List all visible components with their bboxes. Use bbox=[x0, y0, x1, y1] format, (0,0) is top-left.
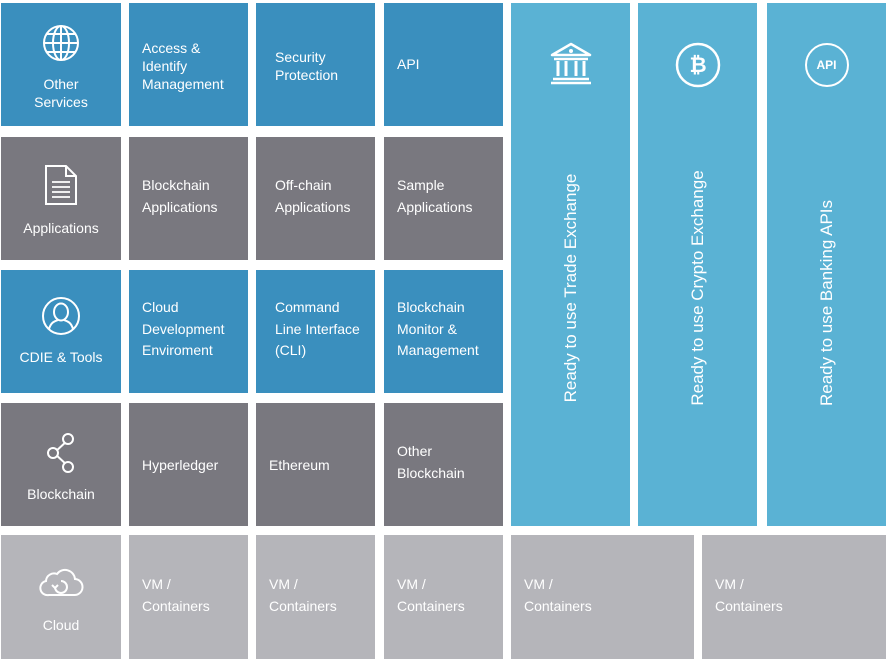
column-banking-apis: API Ready to use Banking APIs bbox=[767, 3, 886, 526]
category-label: Cloud bbox=[42, 617, 80, 633]
cell-label: API bbox=[397, 56, 420, 72]
column-label: Ready to use Banking APIs bbox=[816, 199, 836, 407]
cell-label: Ethereum bbox=[269, 457, 330, 473]
category-blockchain: Blockchain bbox=[1, 403, 121, 526]
column-trade-exchange: Ready to use Trade Exchange bbox=[511, 3, 630, 526]
bitcoin-icon: ₿ bbox=[675, 42, 720, 88]
bank-icon bbox=[550, 42, 591, 85]
cell-label: Hyperledger bbox=[142, 457, 219, 473]
cell-label: VM / Containers bbox=[269, 576, 337, 614]
cell-label: Other Blockchain bbox=[397, 443, 465, 481]
cell-blockchain-monitor-management: Blockchain Monitor & Management bbox=[384, 270, 503, 393]
cell-label: Cloud Development Enviroment bbox=[142, 299, 225, 358]
column-crypto-exchange: ₿ Ready to use Crypto Exchange bbox=[638, 3, 757, 526]
cell-label: Access & Identify Management bbox=[142, 40, 224, 92]
cloud-cell: VM / Containers bbox=[256, 535, 375, 659]
cloud-icon bbox=[39, 568, 84, 597]
cell-label: VM / Containers bbox=[715, 576, 783, 614]
globe-icon bbox=[43, 25, 79, 61]
cell-label: Sample Applications bbox=[397, 177, 473, 215]
column-label: Ready to use Crypto Exchange bbox=[687, 170, 707, 406]
cell-label: Blockchain Monitor & Management bbox=[397, 299, 479, 358]
cell-label: Command Line Interface (CLI) bbox=[275, 299, 360, 358]
cell-sample-applications: Sample Applications bbox=[384, 137, 503, 260]
cloud-cell: VM / Containers bbox=[702, 535, 886, 659]
category-other-services: Other Services bbox=[1, 3, 121, 126]
category-label: Applications bbox=[23, 220, 99, 236]
cell-label: Blockchain Applications bbox=[142, 177, 218, 215]
cloud-cell: VM / Containers bbox=[129, 535, 248, 659]
cell-security-protection: Security Protection bbox=[256, 3, 375, 126]
category-applications: Applications bbox=[1, 137, 121, 260]
cell-command-line-interface: Command Line Interface (CLI) bbox=[256, 270, 375, 393]
column-label: Ready to use Trade Exchange bbox=[560, 173, 580, 403]
share-icon bbox=[47, 433, 74, 473]
cell-label: VM / Containers bbox=[524, 576, 592, 614]
cell-blockchain-applications: Blockchain Applications bbox=[129, 137, 248, 260]
cell-label: VM / Containers bbox=[142, 576, 210, 614]
cell-other-blockchain: Other Blockchain bbox=[384, 403, 503, 526]
user-icon bbox=[42, 297, 80, 335]
category-label: Blockchain bbox=[27, 486, 95, 502]
category-cloud: Cloud bbox=[1, 535, 121, 659]
category-label: CDIE & Tools bbox=[19, 349, 103, 365]
document-icon bbox=[45, 165, 77, 205]
cell-cloud-development-environment: Cloud Development Enviroment bbox=[129, 270, 248, 393]
api-icon: API bbox=[804, 43, 849, 87]
cell-ethereum: Ethereum bbox=[256, 403, 375, 526]
cell-label: Off-chain Applications bbox=[275, 177, 351, 215]
cell-off-chain-applications: Off-chain Applications bbox=[256, 137, 375, 260]
cell-access-identify-management: Access & Identify Management bbox=[129, 3, 248, 126]
cell-label: VM / Containers bbox=[397, 576, 465, 614]
cell-api: API bbox=[384, 3, 503, 126]
cloud-cell: VM / Containers bbox=[511, 535, 694, 659]
cell-hyperledger: Hyperledger bbox=[129, 403, 248, 526]
category-cdie-tools: CDIE & Tools bbox=[1, 270, 121, 393]
category-label: Other Services bbox=[34, 76, 88, 110]
cloud-cell: VM / Containers bbox=[384, 535, 503, 659]
cell-label: Security Protection bbox=[275, 49, 339, 83]
svg-text:₿: ₿ bbox=[689, 54, 706, 77]
